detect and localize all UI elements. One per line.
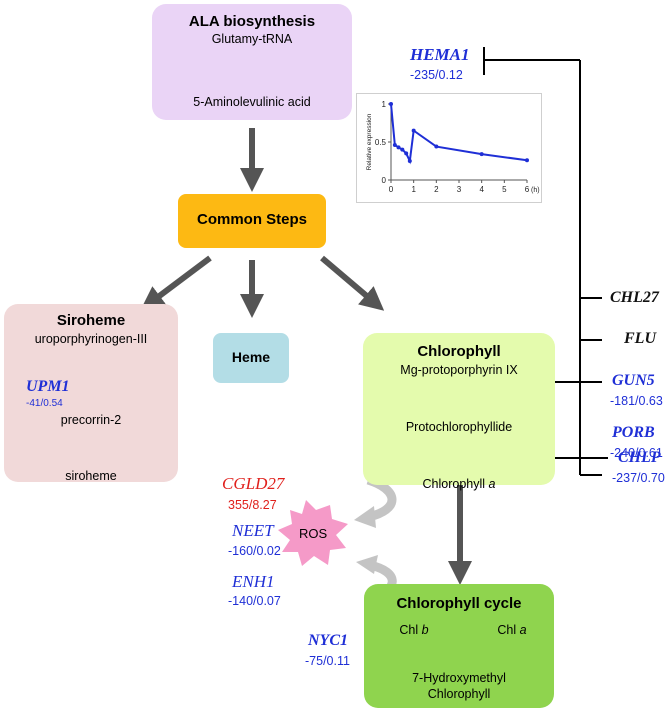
y-tick-label: 0	[382, 176, 387, 185]
data-point	[411, 128, 416, 133]
data-point	[404, 151, 409, 156]
gene-porb-value: -240/0.61	[610, 446, 663, 460]
gene-upm1: UPM1	[26, 378, 70, 395]
gene-chl27: CHL27	[610, 289, 659, 306]
gene-upm1-value: -41/0.54	[26, 398, 63, 409]
y-tick-label: 0.5	[375, 138, 387, 147]
chlorophyll-cycle-title: Chlorophyll cycle	[396, 595, 522, 612]
chlorophyll-intermediate: Protochlorophyllide	[405, 420, 513, 434]
expression-chart: 0 0.5 1 0 1 2 3 4 5 6(h) Relative expression	[356, 93, 542, 203]
gene-enh1-value: -140/0.07	[228, 594, 281, 608]
x-tick-label: 5	[502, 185, 507, 194]
common-steps-box: Common Steps	[178, 194, 326, 248]
data-point	[389, 102, 393, 106]
ala-title: ALA biosynthesis	[188, 13, 316, 30]
gene-cgld27: CGLD27	[222, 474, 285, 493]
heme-box: Heme	[213, 333, 289, 383]
heme-title: Heme	[231, 349, 271, 365]
x-tick-label: 2	[434, 185, 439, 194]
gene-flu: FLU	[624, 330, 656, 347]
gene-hema1: HEMA1	[410, 45, 470, 64]
x-tick-label: 6	[525, 185, 530, 194]
chlorophyll-product-italic: a	[488, 477, 496, 491]
siroheme-product: siroheme	[65, 469, 117, 483]
data-point	[479, 152, 484, 157]
gene-hema1-value: -235/0.12	[410, 68, 463, 82]
x-unit-label: (h)	[531, 187, 540, 194]
chlorophyll-box: Chlorophyll Mg-protoporphyrin IX Protoch…	[363, 333, 555, 491]
chlorophyll-substrate: Mg-protoporphyrin IX	[400, 363, 518, 377]
siroheme-substrate: uroporphyrinogen-III	[34, 332, 148, 346]
ros-burst	[278, 500, 348, 566]
series-line	[390, 103, 528, 165]
arrow-common-to-chlorophyll	[320, 255, 385, 311]
data-point	[392, 143, 397, 148]
chl-b-label: Chl b	[399, 623, 429, 637]
siroheme-box: Siroheme uroporphyrinogen-III precorrin-…	[4, 304, 178, 483]
x-tick-label: 1	[411, 185, 416, 194]
ala-substrate: Glutamy-tRNA	[211, 32, 293, 46]
data-point	[400, 147, 405, 152]
x-tick-label: 0	[389, 185, 394, 194]
arrow-common-to-siroheme	[140, 255, 212, 311]
chlorophyll-title: Chlorophyll	[417, 343, 501, 360]
chlorophyll-product: Chlorophyll a	[363, 477, 555, 491]
gene-chlp-value: -237/0.70	[612, 471, 665, 485]
hydroxymethyl-line1: 7-Hydroxymethyl	[412, 671, 506, 685]
data-point	[525, 158, 529, 163]
x-tick-label: 4	[479, 185, 484, 194]
gene-porb: PORB	[612, 424, 655, 441]
y-axis-label: Relative expression	[366, 113, 373, 170]
gene-enh1: ENH1	[232, 572, 275, 591]
gene-cgld27-value: 355/8.27	[228, 498, 277, 512]
data-point	[396, 145, 401, 150]
gene-neet: NEET	[232, 521, 274, 540]
gene-gun5-value: -181/0.63	[610, 394, 663, 408]
x-tick-label: 3	[457, 185, 462, 194]
gene-gun5: GUN5	[612, 372, 655, 389]
gene-neet-value: -160/0.02	[228, 544, 281, 558]
hydroxymethyl-line2: Chlorophyll	[427, 687, 491, 701]
siroheme-intermediate: precorrin-2	[60, 413, 122, 427]
chlorophyll-product-main: Chlorophyll	[422, 477, 489, 491]
y-tick-label: 1	[382, 100, 387, 109]
siroheme-title: Siroheme	[56, 312, 126, 329]
ala-biosynthesis-box: ALA biosynthesis Glutamy-tRNA 5-Aminolev…	[152, 4, 352, 120]
common-steps-title: Common Steps	[196, 211, 307, 228]
gene-nyc1: NYC1	[308, 632, 348, 649]
gene-nyc1-value: -75/0.11	[305, 654, 350, 668]
chl-a-label: Chl a	[497, 623, 527, 637]
gene-chlp: CHLP	[618, 449, 661, 466]
data-point	[434, 144, 439, 149]
ala-product: 5-Aminolevulinic acid	[193, 95, 311, 109]
expression-chart-svg: 0 0.5 1 0 1 2 3 4 5 6(h) Relative expression	[366, 100, 540, 194]
data-point	[407, 159, 412, 163]
chlorophyll-cycle-box: Chlorophyll cycle Chl b Chl a 7-Hydroxym…	[364, 584, 554, 708]
ros-label: ROS	[299, 526, 328, 541]
